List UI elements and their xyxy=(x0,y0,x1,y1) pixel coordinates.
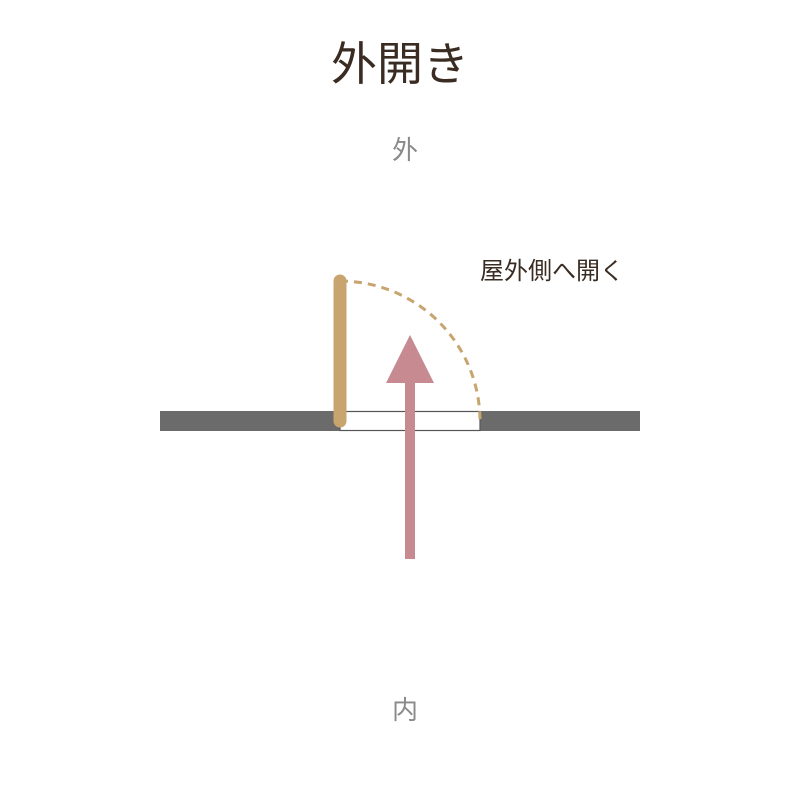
arrow-shaft xyxy=(405,380,415,559)
wall-left xyxy=(160,411,340,431)
wall-right xyxy=(480,411,640,431)
swing-arc xyxy=(339,279,482,422)
swing-direction-label: 屋外側へ開く xyxy=(480,257,624,285)
inside-label: 内 xyxy=(391,696,418,726)
diagram-title: 外開き xyxy=(331,37,469,91)
arrow-head xyxy=(386,335,434,383)
outside-label: 外 xyxy=(391,136,418,166)
